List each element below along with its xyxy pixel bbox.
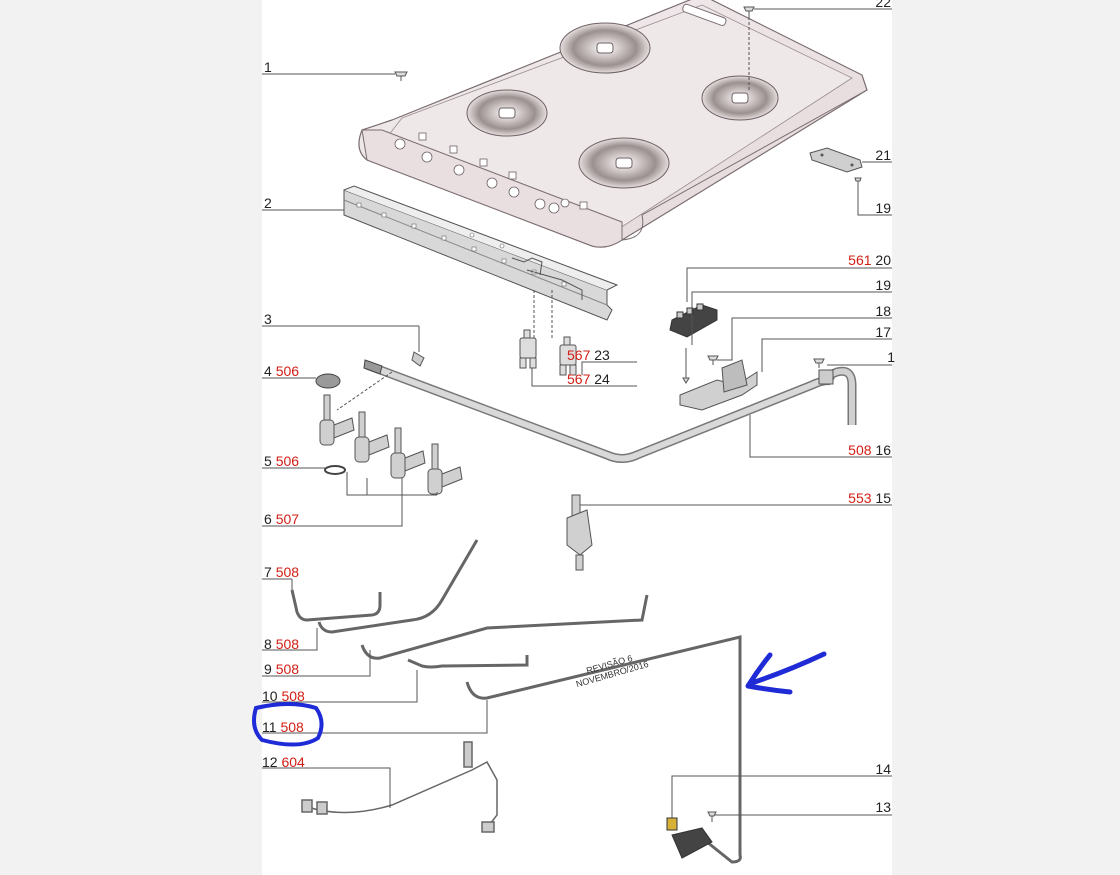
callout-number: 17 [875, 324, 891, 340]
callout-number: 21 [875, 147, 891, 163]
callout-23: 567 23 [567, 348, 610, 362]
callout-11: 11 508 [262, 720, 304, 734]
callout-code: 561 [848, 252, 872, 268]
callout-number: 23 [594, 347, 610, 363]
callout-number: 2 [264, 195, 272, 211]
callout-13: 13 [875, 800, 891, 814]
callout-code: 567 [567, 371, 591, 387]
callout-number: 5 [264, 453, 272, 469]
annotation-circle [252, 702, 324, 747]
callout-3: 3 [264, 312, 272, 326]
callout-number: 9 [264, 661, 272, 677]
callout-number: 16 [875, 442, 891, 458]
callout-12: 12 604 [262, 755, 305, 769]
callout-7: 7 508 [264, 565, 299, 579]
exploded-view-drawing [262, 0, 892, 864]
regulator-part-15 [566, 494, 593, 571]
callout-code: 506 [275, 453, 300, 469]
callout-15: 553 15 [848, 491, 891, 505]
burner-injector-part-14 [666, 817, 713, 859]
parts-diagram-sheet: 1 2 3 4 506 5 506 6 507 7 508 8 508 9 50… [262, 0, 895, 875]
oring-part-5 [324, 465, 346, 475]
bracket-part-21 [809, 147, 863, 173]
callout-20: 561 20 [848, 253, 891, 267]
screw-part-1b [813, 358, 825, 368]
callout-number: 10 [262, 688, 278, 704]
callout-code: 508 [275, 636, 300, 652]
callout-21: 21 [875, 148, 891, 162]
callout-2: 2 [264, 196, 272, 210]
plug-part-3 [411, 351, 425, 367]
screw-part-19 [682, 348, 690, 384]
callout-number: 1 [887, 349, 895, 365]
screw-part-19-top [854, 177, 862, 186]
pipe-11 [465, 635, 742, 864]
callout-code: 604 [281, 754, 305, 770]
callout-number: 1 [264, 59, 272, 75]
callout-code: 508 [848, 442, 872, 458]
callout-number: 18 [875, 303, 891, 319]
washer-part-4 [315, 373, 341, 389]
wiring-harness-part-12 [301, 741, 498, 833]
callout-number: 20 [875, 252, 891, 268]
callout-6: 6 507 [264, 512, 299, 526]
bracket-part-17 [679, 359, 758, 411]
callout-8: 8 508 [264, 637, 299, 651]
annotation-arrow-icon [745, 651, 827, 695]
callout-code: 507 [275, 511, 300, 527]
callout-16: 508 16 [848, 443, 891, 457]
callout-code: 567 [567, 347, 591, 363]
callout-24: 567 24 [567, 372, 610, 386]
gas-manifold-pipe [363, 359, 857, 463]
leader-lines [262, 8, 892, 818]
pipe-9 [360, 594, 649, 660]
callout-number: 14 [875, 761, 891, 777]
callout-18: 18 [875, 304, 891, 318]
callout-number: 12 [262, 754, 278, 770]
callout-number: 15 [875, 490, 891, 506]
control-panel-rail [343, 185, 619, 338]
callout-22: 22 [875, 0, 891, 9]
callout-number: 7 [264, 564, 272, 580]
callout-number: 19 [875, 200, 891, 216]
callout-10: 10 508 [262, 689, 305, 703]
callout-code: 508 [281, 688, 305, 704]
screw-part-22 [743, 6, 755, 17]
callout-5: 5 506 [264, 454, 299, 468]
ignition-switches-23-24 [519, 329, 577, 376]
callout-1: 1 [264, 60, 272, 74]
callout-14: 14 [875, 762, 891, 776]
callout-code: 506 [275, 363, 300, 379]
callout-number: 3 [264, 311, 272, 327]
callout-1b: 1 [887, 350, 895, 364]
callout-number: 8 [264, 636, 272, 652]
callout-number: 19 [875, 277, 891, 293]
callout-number: 24 [594, 371, 610, 387]
callout-number: 22 [875, 0, 891, 10]
callout-number: 6 [264, 511, 272, 527]
pipe-7 [290, 589, 382, 622]
gas-valves-part-6 [319, 394, 463, 495]
callout-4: 4 506 [264, 364, 299, 378]
cooktop-top-panel [358, 0, 868, 248]
callout-9: 9 508 [264, 662, 299, 676]
callout-17: 17 [875, 325, 891, 339]
pipe-10 [407, 655, 529, 669]
callout-19-top: 19 [875, 201, 891, 215]
screw-part-18 [707, 355, 719, 365]
callout-code: 508 [280, 719, 304, 735]
callout-number: 13 [875, 799, 891, 815]
callout-code: 508 [275, 661, 300, 677]
callout-code: 553 [848, 490, 872, 506]
terminal-block-part-20 [669, 303, 718, 338]
callout-number: 11 [262, 719, 277, 735]
callout-19: 19 [875, 278, 891, 292]
pipe-8 [317, 539, 479, 634]
screw-part-1 [394, 71, 408, 81]
callout-code: 508 [275, 564, 300, 580]
callout-number: 4 [264, 363, 272, 379]
